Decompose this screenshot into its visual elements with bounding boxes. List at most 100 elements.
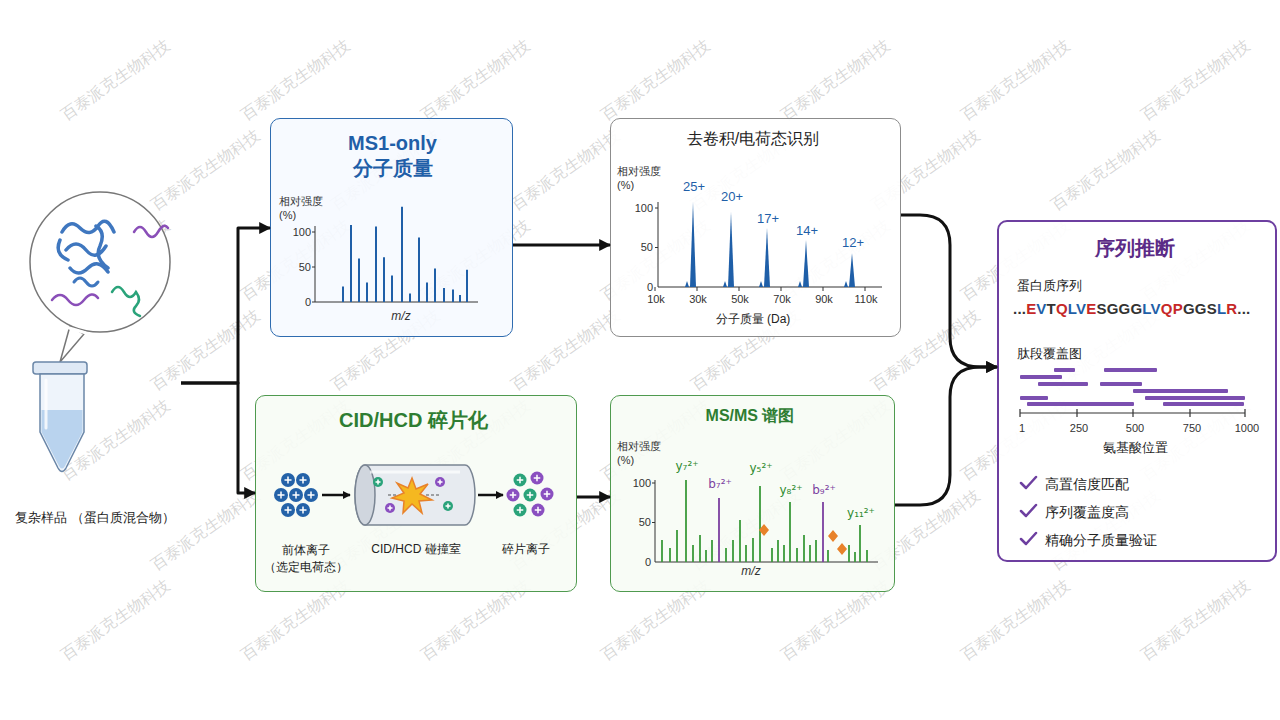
sample-illustration bbox=[30, 192, 170, 472]
axis-title: m/z bbox=[366, 309, 436, 323]
component-label: 前体离子 （选定电荷态） bbox=[258, 542, 354, 577]
mass-peak bbox=[764, 228, 770, 287]
fragment-peak bbox=[783, 545, 785, 562]
ion-charge bbox=[388, 506, 393, 511]
fragment-peak bbox=[789, 502, 791, 562]
axis-tick bbox=[655, 287, 656, 291]
spectrum-bar bbox=[434, 268, 436, 302]
peptide-bar bbox=[1133, 389, 1228, 393]
ion bbox=[373, 477, 383, 487]
axis-tick: 500 bbox=[1117, 422, 1153, 435]
ion-label: y₈²⁺ bbox=[774, 483, 808, 497]
axis-tick: 90k bbox=[806, 293, 842, 306]
fragment-peak bbox=[685, 480, 687, 562]
component-label: CID/HCD 碰撞室 bbox=[356, 542, 476, 556]
fragment-peak bbox=[796, 548, 798, 562]
ion bbox=[281, 473, 295, 487]
ion-charge bbox=[293, 492, 300, 499]
coverage-map bbox=[1020, 368, 1245, 544]
spectrum-bar bbox=[401, 207, 403, 302]
section-label: 蛋白质序列 bbox=[1017, 278, 1217, 294]
ion bbox=[385, 503, 395, 513]
spectrum-bar bbox=[459, 295, 461, 302]
watermark: 百泰派克生物科技 bbox=[417, 35, 534, 126]
ms1-panel: MS1-only 分子质量相对强度 (%)100500m/z bbox=[270, 118, 513, 337]
mass-peak bbox=[849, 253, 855, 287]
panel-title: 序列推断 bbox=[999, 236, 1271, 260]
axis-tick bbox=[823, 287, 824, 291]
spectrum-bar bbox=[375, 226, 377, 302]
fragment-peak bbox=[699, 535, 701, 562]
check-item: 精确分子质量验证 bbox=[1045, 532, 1255, 549]
fragment-peak bbox=[815, 540, 817, 562]
axis-title: 相对强度 (%) bbox=[617, 165, 665, 193]
watermark: 百泰派克生物科技 bbox=[507, 305, 624, 396]
axis-tick: 100 bbox=[613, 477, 651, 490]
watermark: 百泰派克生物科技 bbox=[237, 35, 354, 126]
axis-tick: 110k bbox=[848, 293, 884, 306]
ion-charge bbox=[278, 492, 285, 499]
fragment-peak bbox=[777, 540, 779, 562]
spectrum-bar bbox=[466, 270, 468, 302]
fragment-peak bbox=[759, 486, 761, 562]
charge-label: 12+ bbox=[838, 235, 868, 251]
fragment-peak bbox=[809, 545, 811, 562]
ion bbox=[281, 503, 295, 517]
panel-title: 去卷积/电荷态识别 bbox=[611, 129, 895, 148]
axis-tick: 1000 bbox=[1229, 422, 1265, 435]
watermark: 百泰派克生物科技 bbox=[147, 485, 264, 576]
flow-arrow bbox=[901, 215, 997, 367]
watermark: 百泰派克生物科技 bbox=[1137, 575, 1254, 666]
fragment-peak bbox=[848, 545, 850, 562]
ion bbox=[507, 489, 520, 502]
axis-tick bbox=[865, 287, 866, 291]
axis-tick: 250 bbox=[1061, 422, 1097, 435]
axis-tick: 0 bbox=[613, 556, 651, 569]
watermark: 百泰派克生物科技 bbox=[147, 125, 264, 216]
ion bbox=[514, 504, 527, 517]
axis-tick: 50k bbox=[722, 293, 758, 306]
fragment-peak bbox=[866, 550, 868, 562]
ion-label: b₉²⁺ bbox=[807, 483, 841, 497]
watermark: 百泰派克生物科技 bbox=[957, 35, 1074, 126]
fragment-peak bbox=[676, 530, 678, 562]
fragment-peak bbox=[739, 520, 741, 562]
ion-label: y₁₁²⁺ bbox=[841, 506, 881, 520]
ion-charge bbox=[517, 507, 524, 514]
fragment-peak bbox=[718, 498, 720, 562]
ion-charge bbox=[510, 492, 517, 499]
spectrum-bar bbox=[383, 257, 385, 302]
ion-charge bbox=[446, 504, 451, 509]
axis-tick bbox=[697, 287, 698, 291]
mass-peak bbox=[685, 281, 689, 287]
flow-arrow bbox=[181, 383, 255, 493]
check-item: 高置信度匹配 bbox=[1045, 476, 1255, 493]
spectrum-bar bbox=[366, 282, 368, 302]
fragment-peak bbox=[752, 538, 754, 562]
ion-charge bbox=[438, 480, 443, 485]
fragment-peak bbox=[692, 545, 694, 562]
axis-tick bbox=[781, 287, 782, 291]
axis-tick: 0 bbox=[273, 296, 311, 309]
watermark: 百泰派克生物科技 bbox=[597, 35, 714, 126]
fragment-peak bbox=[771, 548, 773, 562]
charge-label: 20+ bbox=[717, 189, 747, 205]
fragment-peak bbox=[705, 550, 707, 562]
axis-tick: 50 bbox=[613, 516, 651, 529]
fragment-peak bbox=[725, 548, 727, 562]
fragment-peak bbox=[669, 548, 671, 562]
spectrum-bar bbox=[418, 238, 420, 302]
fragment-peak bbox=[711, 540, 713, 562]
flow-arrow bbox=[895, 367, 997, 505]
watermark: 百泰派克生物科技 bbox=[777, 35, 894, 126]
watermark: 百泰派克生物科技 bbox=[507, 125, 624, 216]
charge-label: 14+ bbox=[792, 223, 822, 239]
watermark: 百泰派克生物科技 bbox=[1137, 35, 1254, 126]
component-label: 分子质量 (Da) bbox=[611, 312, 895, 326]
ion-charge bbox=[535, 507, 542, 514]
axis-title: 相对强度 (%) bbox=[279, 195, 329, 223]
ion-charge bbox=[517, 477, 524, 484]
mass-peak bbox=[798, 281, 802, 287]
fragment-peak bbox=[827, 550, 829, 562]
